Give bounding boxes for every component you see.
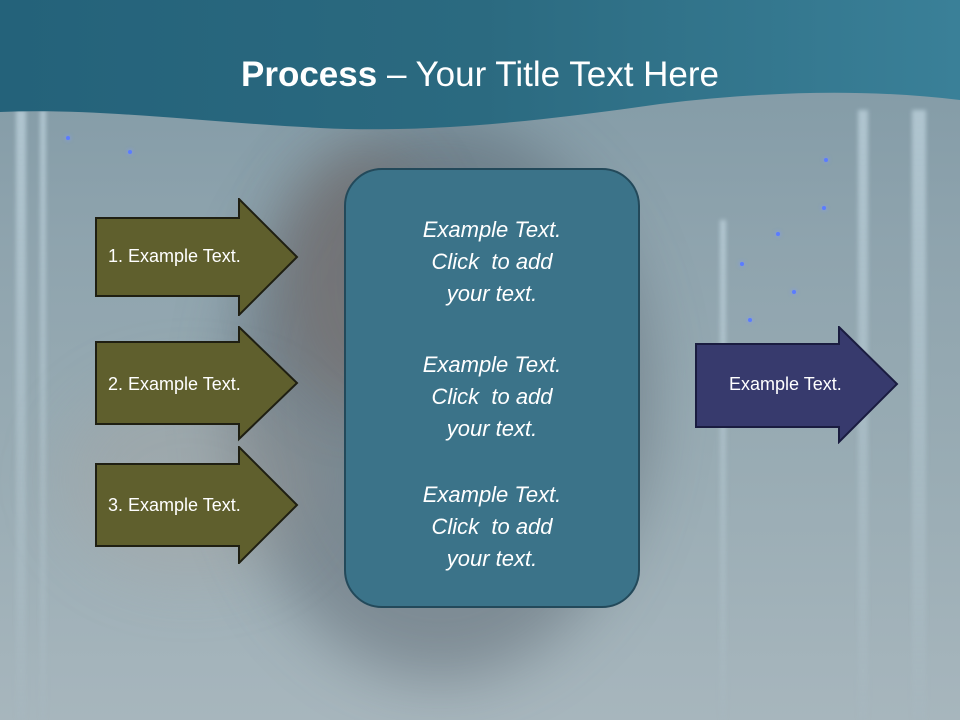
result-arrow-label[interactable]: Example Text. [729, 374, 842, 394]
light-dot [740, 262, 744, 266]
center-line: Example Text. [422, 482, 562, 507]
center-text-block-2: Example Text. Click to add your text. [346, 349, 638, 445]
process-arrow-2-label[interactable]: 2. Example Text. [108, 374, 241, 394]
process-arrow-1-label[interactable]: 1. Example Text. [108, 246, 241, 266]
center-line: your text. [446, 546, 538, 571]
process-arrow-3[interactable] [94, 446, 300, 564]
title-bold: Process [241, 55, 378, 94]
center-line: Example Text. [422, 217, 562, 242]
process-arrow-2[interactable] [94, 326, 300, 444]
center-line: your text. [446, 281, 538, 306]
light-dot [824, 158, 828, 162]
center-line: Click to add [431, 249, 553, 274]
page-title[interactable]: Process – Your Title Text Here [0, 52, 960, 98]
background-pillar [720, 220, 726, 720]
center-line: Example Text. [422, 352, 562, 377]
process-arrow-3-label[interactable]: 3. Example Text. [108, 495, 241, 515]
light-dot [128, 150, 132, 154]
center-line: Click to add [431, 384, 553, 409]
process-arrow-1[interactable] [94, 198, 300, 316]
background-pillar [40, 110, 46, 720]
center-text-block-1: Example Text. Click to add your text. [346, 214, 638, 310]
light-dot [776, 232, 780, 236]
center-line: Click to add [431, 514, 553, 539]
light-dot [66, 136, 70, 140]
title-banner [0, 0, 960, 130]
center-line: your text. [446, 416, 538, 441]
background-pillar [16, 110, 26, 720]
center-text-block-3: Example Text. Click to add your text. [346, 479, 638, 575]
light-dot [792, 290, 796, 294]
light-dot [822, 206, 826, 210]
center-text-box[interactable]: Example Text. Click to add your text. Ex… [344, 168, 640, 608]
result-arrow[interactable] [694, 326, 900, 444]
title-rest: – Your Title Text Here [377, 55, 719, 94]
light-dot [748, 318, 752, 322]
background-pillar [912, 110, 926, 720]
